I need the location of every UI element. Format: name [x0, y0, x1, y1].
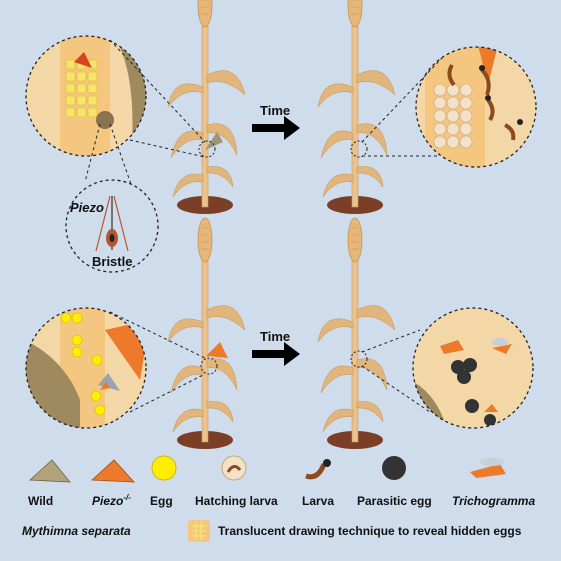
time-arrow-bottom	[252, 342, 300, 366]
piezo-moth-on-plant	[206, 342, 228, 358]
plant-top-left	[167, 0, 246, 215]
legend-egg: Egg	[150, 494, 173, 508]
piezo-moth-icon	[91, 459, 135, 483]
plant-top-right	[317, 0, 396, 215]
legend-hatching-larva: Hatching larva	[195, 494, 278, 508]
time-label-bottom: Time	[260, 329, 290, 344]
plant-bottom-right	[317, 217, 396, 450]
wild-moth-on-plant	[205, 132, 223, 150]
bristle-label: Bristle	[92, 254, 132, 269]
zoom-marker	[350, 350, 368, 368]
legend-icons	[29, 455, 506, 542]
legend-wild: Wild	[28, 494, 53, 508]
magnifier-bottom-left	[25, 307, 206, 429]
larva-icon	[305, 463, 327, 480]
wild-moth-icon	[29, 459, 71, 483]
species-label: Mythimna separata	[22, 524, 131, 538]
zoom-marker	[200, 357, 218, 375]
legend-larva: Larva	[302, 494, 334, 508]
legend-labels: Wild Piezo-/- Egg Hatching larva Larva P…	[22, 493, 535, 538]
trichogramma-icon	[470, 464, 506, 478]
egg-icon	[151, 455, 177, 481]
legend-trichogramma: Trichogramma	[452, 494, 535, 508]
legend-piezo: Piezo-/-	[92, 493, 131, 508]
plant-bottom-left	[167, 217, 246, 450]
time-arrow-top	[252, 116, 300, 140]
magnifier-top-right	[361, 46, 537, 168]
piezo-inset	[65, 179, 159, 273]
time-label-top: Time	[260, 103, 290, 118]
parasitic-egg-icon	[382, 456, 406, 480]
legend-parasitic-egg: Parasitic egg	[357, 494, 432, 508]
zoom-marker	[350, 140, 368, 158]
piezo-label: Piezo	[70, 200, 104, 215]
zoom-marker	[198, 140, 216, 158]
technique-label: Translucent drawing technique to reveal …	[218, 524, 522, 538]
magnifier-top-left	[25, 35, 206, 211]
